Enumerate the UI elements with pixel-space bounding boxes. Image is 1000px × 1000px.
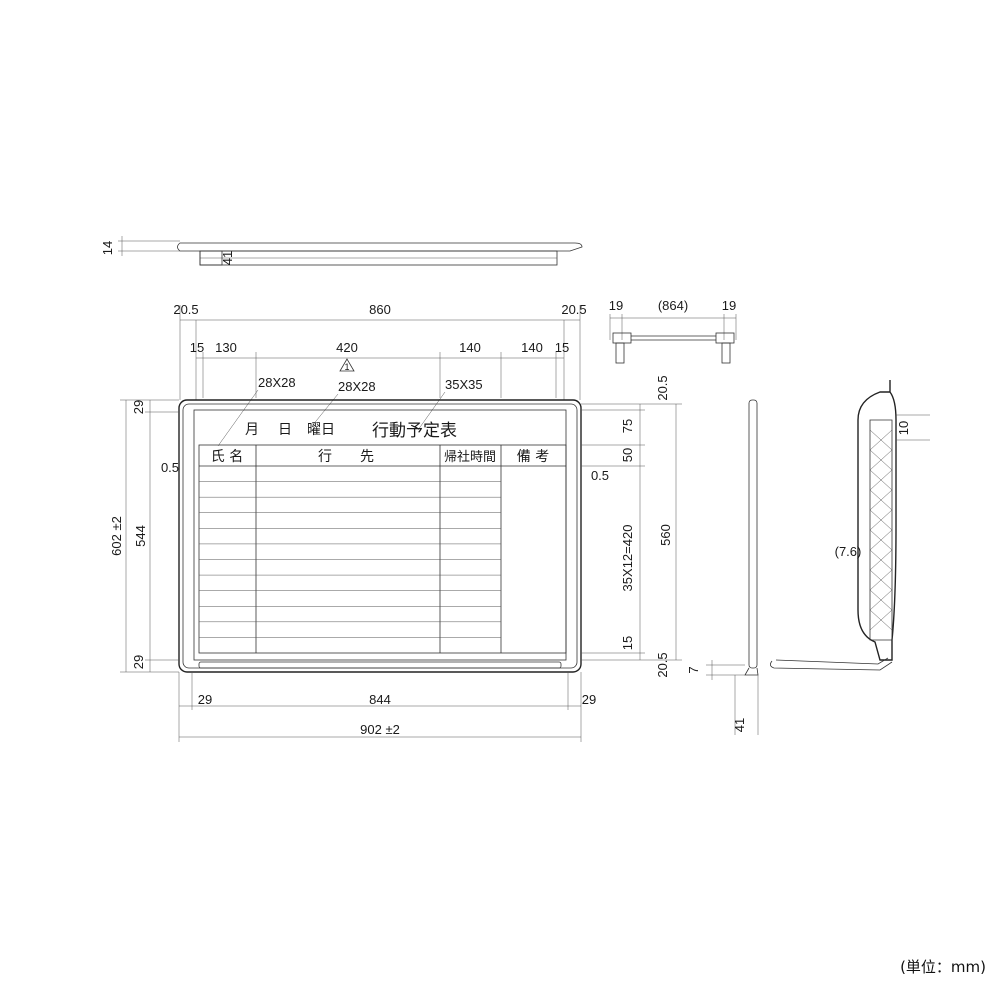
side-profile: 7 41 xyxy=(686,399,759,735)
frame-right-dim: 29 xyxy=(582,692,596,707)
inner-width-dim: 844 xyxy=(369,692,391,707)
side-top-view: 19 (864) 19 xyxy=(609,298,737,364)
side-right-dim: 19 xyxy=(722,298,736,313)
inner-height-dim: 544 xyxy=(133,525,148,547)
frame-bottom-dim: 29 xyxy=(131,655,146,669)
month-field: 月 xyxy=(245,422,259,438)
bottom-margin-dim: 15 xyxy=(620,636,635,650)
revision-number: 1 xyxy=(344,362,349,372)
column-header-name: 氏 名 xyxy=(211,449,243,465)
col-dim-f: 15 xyxy=(555,340,569,355)
top-view: 14 41 xyxy=(100,236,583,266)
magnet-label-3: 35X35 xyxy=(445,377,483,392)
section-depth-dim: 10 xyxy=(896,421,911,435)
right-top-dim: 20.5 xyxy=(655,375,670,400)
total-width-dim: 902 ±2 xyxy=(360,722,400,737)
side-mid-dim: (864) xyxy=(658,298,688,313)
header-height-dim: 75 xyxy=(620,419,635,433)
col-dim-a: 15 xyxy=(190,340,204,355)
column-header-return-time: 帰社時間 xyxy=(444,449,496,465)
front-width-dims: 20.5 860 20.5 15 130 420 140 140 15 xyxy=(173,302,587,400)
col-dim-d: 140 xyxy=(459,340,481,355)
rows-height-dim: 35X12=420 xyxy=(620,525,635,592)
col-dim-b: 130 xyxy=(215,340,237,355)
front-right-dims: 20.5 75 50 0.5 35X12=420 560 15 20.5 xyxy=(581,375,682,678)
revision-triangle-icon xyxy=(339,358,355,372)
total-inner-dim: 860 xyxy=(369,302,391,317)
side-left-dim: 19 xyxy=(609,298,623,313)
weekday-field: 曜日 xyxy=(307,422,335,438)
col-dim-c: 420 xyxy=(336,340,358,355)
section-view: 10 (7.6) xyxy=(770,380,930,671)
right-total-dim: 560 xyxy=(658,524,673,546)
left-margin-dim: 20.5 xyxy=(173,302,198,317)
magnet-label-1: 28X28 xyxy=(258,375,296,390)
column-header-destination: 行 先 xyxy=(318,449,374,465)
right-gap-dim: 0.5 xyxy=(591,468,609,483)
tray-depth-dim: 41 xyxy=(732,718,747,732)
unit-note: (単位：mm) xyxy=(900,958,986,976)
magnet-label-2: 28X28 xyxy=(338,379,376,394)
whiteboard-front: 月 日 曜日 行動予定表 氏 名 行 先 帰社時間 備 考 xyxy=(178,399,582,673)
board-title: 行動予定表 xyxy=(372,421,457,441)
col-dim-e: 140 xyxy=(521,340,543,355)
front-left-dims: 29 0.5 544 602 ±2 29 xyxy=(109,399,179,673)
right-bottom-dim: 20.5 xyxy=(655,652,670,677)
section-core-dim: (7.6) xyxy=(835,544,862,559)
top-thickness-dim: 14 xyxy=(100,241,115,255)
tray-height-dim: 7 xyxy=(686,666,701,673)
day-field: 日 xyxy=(278,422,292,438)
col-header-height-dim: 50 xyxy=(620,448,635,462)
front-bottom-dims: 29 844 29 902 ±2 xyxy=(178,672,596,742)
right-margin-dim: 20.5 xyxy=(561,302,586,317)
top-depth-dim: 41 xyxy=(220,251,235,265)
schedule-rows xyxy=(199,481,501,638)
total-height-dim: 602 ±2 xyxy=(109,516,124,556)
frame-left-dim: 29 xyxy=(198,692,212,707)
magnet-labels: 1 28X28 28X28 35X35 xyxy=(217,358,483,447)
column-header-notes: 備 考 xyxy=(517,449,549,465)
frame-top-dim: 29 xyxy=(131,400,146,414)
left-gap-dim: 0.5 xyxy=(161,460,179,475)
